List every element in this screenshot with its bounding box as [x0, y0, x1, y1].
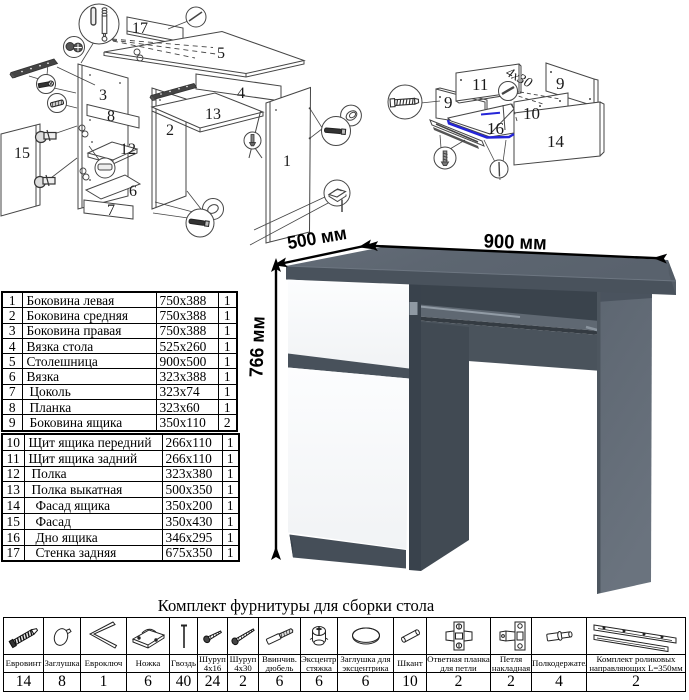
svg-text:15: 15: [14, 145, 30, 162]
svg-text:13: 13: [205, 106, 221, 123]
svg-text:6: 6: [129, 183, 137, 200]
svg-text:1: 1: [283, 153, 291, 170]
svg-text:17: 17: [132, 20, 148, 37]
svg-text:7: 7: [107, 202, 115, 219]
svg-text:2: 2: [166, 122, 174, 139]
svg-text:11: 11: [472, 75, 488, 94]
svg-text:10: 10: [523, 104, 540, 123]
svg-text:12: 12: [120, 141, 136, 158]
svg-text:900 мм: 900 мм: [483, 230, 547, 254]
svg-text:5: 5: [217, 45, 225, 62]
svg-text:8: 8: [107, 108, 115, 125]
svg-text:9: 9: [444, 93, 453, 112]
svg-text:766 мм: 766 мм: [246, 316, 269, 378]
svg-text:14: 14: [547, 132, 565, 151]
svg-text:9: 9: [556, 74, 565, 93]
svg-text:4: 4: [237, 85, 245, 102]
svg-text:16: 16: [487, 119, 504, 138]
svg-text:3: 3: [99, 87, 107, 104]
